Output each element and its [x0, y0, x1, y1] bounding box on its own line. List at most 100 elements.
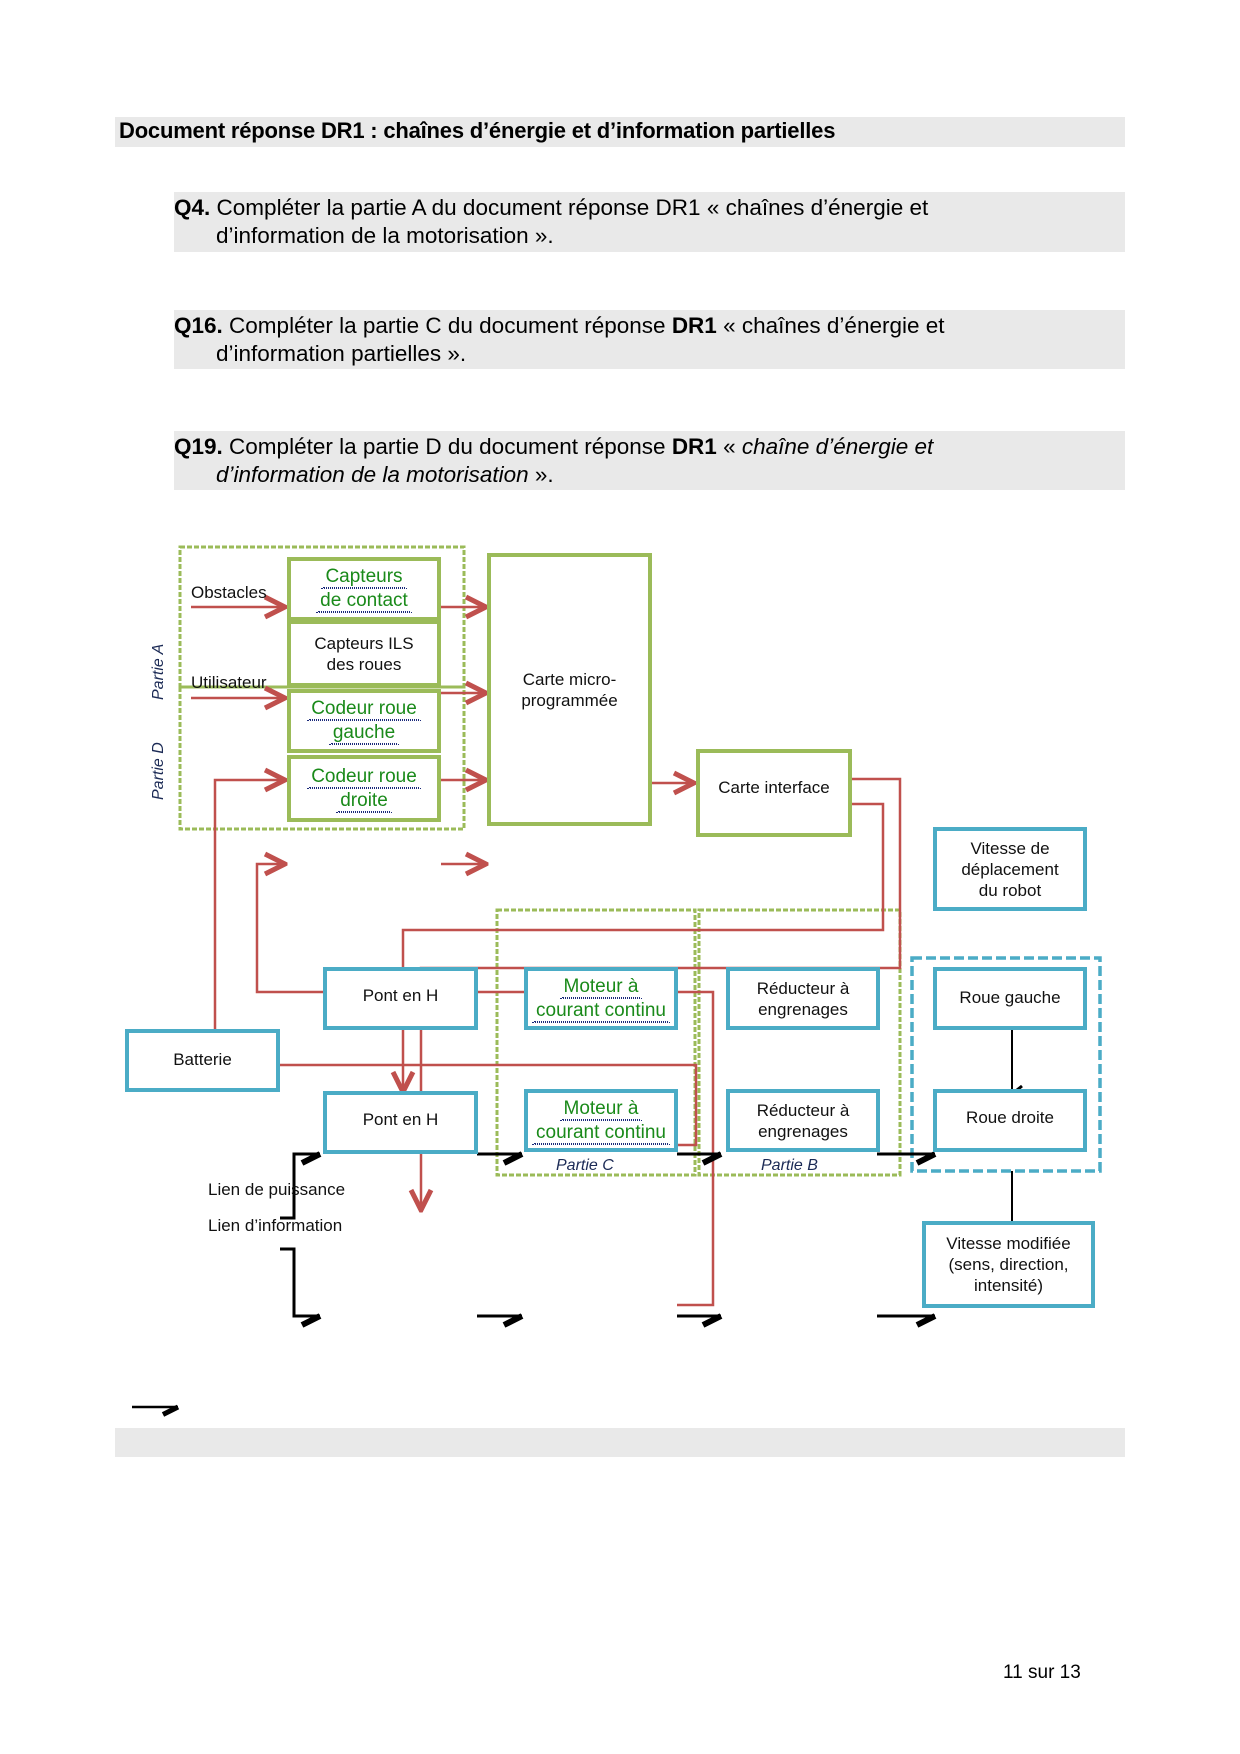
box-text: Batterie	[173, 1050, 232, 1069]
answer-fill-line: Moteur à	[561, 1097, 641, 1120]
roues-frame	[910, 956, 1102, 1173]
box-text: Réducteur à	[756, 978, 850, 998]
box-text: Capteurs ILS	[314, 633, 414, 653]
box-reducteur-bottom: Réducteur à engrenages	[726, 1089, 880, 1152]
box-text: (sens, direction,	[948, 1255, 1069, 1274]
question-text-line2: d’information partielles ».	[216, 341, 467, 366]
box-codeur-roue-droite[interactable]: Codeur roue droite	[287, 755, 441, 822]
question-text-tail: « chaînes d’énergie et	[723, 313, 945, 338]
answer-fill-line: Capteurs	[323, 566, 405, 588]
box-text: du robot	[978, 880, 1042, 900]
answer-text: Codeur roue	[307, 697, 421, 721]
box-text: Carte micro-	[522, 669, 617, 689]
partie-a-frame	[178, 545, 466, 689]
input-utilisateur: Utilisateur	[191, 673, 267, 692]
question-text-line2: d’information de la motorisation	[216, 462, 529, 487]
box-capteurs-contact[interactable]: Capteurs de contact	[287, 557, 441, 621]
question-q16: Q16. Compléter la partie C du document r…	[174, 312, 1122, 368]
answer-fill-line: courant continu	[534, 1121, 668, 1144]
box-text: Vitesse de	[970, 838, 1050, 858]
answer-fill-line: courant continu	[534, 999, 668, 1022]
box-text: Réducteur à	[756, 1100, 850, 1120]
box-text: Roue droite	[966, 1108, 1054, 1127]
power-batterie-to-pont-bottom	[280, 1247, 322, 1328]
answer-fill-line: de contact	[318, 590, 410, 612]
legend-info-label: Lien d’information	[208, 1216, 343, 1235]
box-text: Vitesse modifiée	[946, 1234, 1071, 1253]
question-band-q16	[174, 310, 1125, 369]
answer-text: Moteur à	[559, 1097, 643, 1121]
box-capteurs-ils: Capteurs ILS des roues	[287, 620, 441, 687]
question-q4: Q4. Compléter la partie A du document ré…	[174, 194, 1122, 250]
box-batterie: Batterie	[125, 1029, 280, 1092]
partie-d-frame	[178, 685, 466, 831]
link-moteur-bottom-to-codeur-d	[255, 864, 715, 1307]
box-carte-micro-programmee: Carte micro- programmée	[487, 553, 652, 826]
question-text: Compléter la partie C du document répons…	[229, 313, 666, 338]
question-text: Compléter la partie D du document répons…	[229, 434, 666, 459]
legend-power-label: Lien de puissance	[208, 1180, 346, 1199]
question-q19: Q19. Compléter la partie D du document r…	[174, 433, 1122, 489]
page-number: 11 sur 13	[1003, 1662, 1081, 1683]
box-carte-interface: Carte interface	[696, 749, 852, 837]
answer-text: courant continu	[532, 1121, 670, 1145]
answer-fill-line: Codeur roue	[309, 765, 419, 788]
power-batterie-to-pont-top	[280, 1151, 322, 1220]
box-text: programmée	[521, 690, 618, 710]
box-text: des roues	[326, 654, 402, 674]
box-text: engrenages	[758, 1121, 848, 1141]
box-text: Pont en H	[362, 986, 439, 1005]
box-text: engrenages	[758, 999, 848, 1019]
box-text: déplacement	[961, 859, 1059, 879]
box-vitesse-modifiee: Vitesse modifiée (sens, direction, inten…	[922, 1221, 1095, 1308]
answer-text: Capteurs	[321, 565, 407, 589]
link-interface-to-pont-top	[403, 802, 885, 1092]
question-text-line2-tail: ».	[528, 462, 554, 487]
answer-text: courant continu	[532, 999, 670, 1023]
question-text-bold: DR1	[671, 434, 717, 459]
question-text-quote: «	[723, 434, 736, 459]
box-roue-gauche: Roue gauche	[933, 967, 1087, 1030]
box-text: intensité)	[974, 1276, 1043, 1295]
question-text-italic: chaîne d’énergie et	[741, 434, 934, 459]
input-obstacles: Obstacles	[191, 583, 267, 602]
question-text-bold: DR1	[671, 313, 717, 338]
answer-fill-line: gauche	[330, 722, 398, 744]
empty-answer-band	[115, 1428, 1125, 1457]
partie-b-frame	[697, 908, 902, 1177]
question-number: Q16.	[174, 313, 223, 338]
question-number: Q4.	[174, 195, 211, 220]
answer-fill-line: droite	[338, 789, 390, 812]
page-title: Document réponse DR1 : chaînes d’énergie…	[119, 118, 836, 143]
partie-a-label: Partie A	[150, 643, 167, 700]
box-pont-h-top: Pont en H	[323, 967, 478, 1030]
question-band-q4	[174, 192, 1125, 252]
link-moteur-top-to-codeur-g	[213, 780, 698, 1147]
partie-c-label: Partie C	[556, 1157, 614, 1174]
answer-text: Moteur à	[559, 975, 643, 999]
answer-fill-line: Moteur à	[561, 975, 641, 998]
box-vitesse-deplacement: Vitesse de déplacement du robot	[933, 827, 1087, 911]
partie-b-label: Partie B	[761, 1157, 818, 1174]
answer-text: gauche	[328, 721, 400, 745]
box-moteur-bottom[interactable]: Moteur à courant continu	[524, 1089, 678, 1152]
answer-text: de contact	[316, 589, 412, 613]
question-number: Q19.	[174, 434, 223, 459]
box-moteur-top[interactable]: Moteur à courant continu	[524, 967, 678, 1030]
box-reducteur-top: Réducteur à engrenages	[726, 967, 880, 1030]
box-text: Pont en H	[362, 1110, 439, 1129]
title-band	[115, 117, 1125, 147]
box-codeur-roue-gauche[interactable]: Codeur roue gauche	[287, 689, 441, 753]
box-text: Carte interface	[718, 778, 830, 797]
answer-text: droite	[336, 789, 392, 813]
question-text: Compléter la partie A du document répons…	[216, 195, 929, 220]
box-pont-h-bottom: Pont en H	[323, 1091, 478, 1154]
answer-text: Codeur roue	[307, 765, 421, 789]
question-band-q19	[174, 431, 1125, 490]
answer-fill-line: Codeur roue	[309, 698, 419, 720]
question-text-line2: d’information de la motorisation ».	[216, 223, 554, 248]
partie-d-label: Partie D	[150, 742, 167, 800]
partie-c-frame	[495, 908, 697, 1177]
box-text: Roue gauche	[959, 988, 1061, 1007]
